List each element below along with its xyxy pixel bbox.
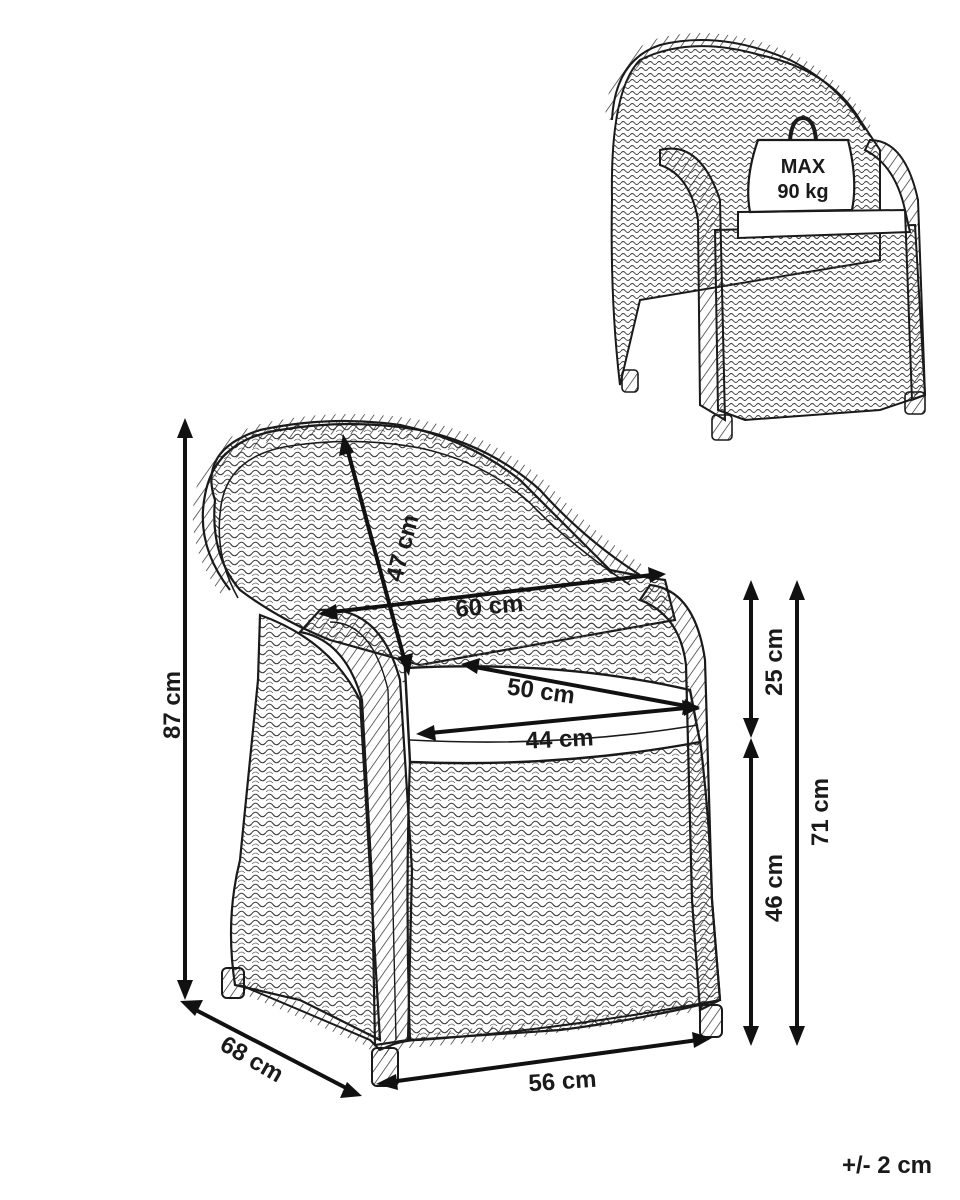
dim-armrest-above-seat: 25 cm [761,628,788,696]
leg [711,414,733,441]
leg [904,391,926,415]
leg [221,967,245,999]
dim-seat-width: 44 cm [525,724,594,755]
dim-width-top: 60 cm [454,590,524,623]
dim-width-base: 56 cm [528,1066,598,1098]
leg [699,1004,723,1038]
leg [621,369,639,393]
dim-armrest-height: 71 cm [807,778,834,846]
tolerance-note: +/- 2 cm [841,1152,932,1179]
dimension-lines [177,418,805,1098]
dim-seat-height: 46 cm [761,854,788,922]
max-load-label: MAX [781,156,826,178]
chair-thumbnail: MAX 90 kg [605,33,927,441]
max-load-value: 90 kg [777,181,828,203]
weight-icon [747,115,856,214]
dim-height-total: 87 cm [159,671,186,739]
chair-main [192,414,723,1087]
